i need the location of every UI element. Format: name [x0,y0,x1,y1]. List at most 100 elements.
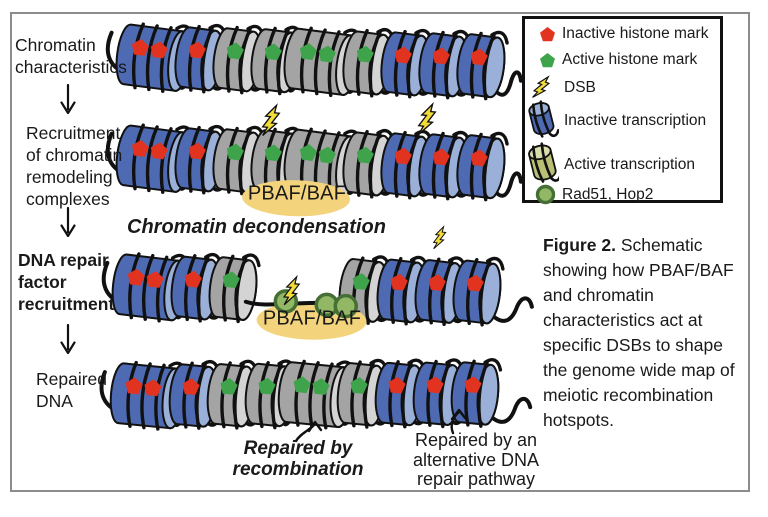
rad51-hop2-icon [533,183,557,206]
active-histone-mark [318,45,336,63]
active-histone-mark [299,144,317,161]
nucleosome-row-chromatin-characteristics [105,22,523,101]
nucleosome-inactive [174,124,227,195]
active-histone-mark [352,273,370,290]
nucleosome-inactive [412,358,465,429]
inactive-histone-mark [388,376,406,394]
down-arrow-icon [60,324,76,355]
nucleosome-row-repair-factor-recruitment [101,225,534,340]
legend-box: Inactive histone mark Active histone mar… [522,16,723,206]
active-histone-mark [220,377,238,395]
nucleosome-inactive [452,256,505,327]
inactive-histone-mark [184,270,202,288]
nucleosome-row-remodeling-recruitment [105,101,523,217]
figure-border [10,12,750,492]
inactive-histone-mark [144,379,162,397]
figure-caption: Figure 2. Schematic showing how PBAF/BAF… [543,233,751,433]
legend-item-inactive-transcription: Inactive transcription [527,99,706,143]
dna-end-tail [487,70,523,97]
legend-item-active-histone-mark: Active histone mark [537,51,697,69]
annotation-arrows [294,408,467,443]
down-arrow-icon [60,207,76,238]
active-histone-mark [222,271,240,289]
inactive-histone-mark [125,377,143,395]
inactive-histone-mark [188,142,206,160]
active-histone-mark [293,376,311,394]
inactive-histone-mark [127,268,145,286]
inactive-histone-mark [470,48,488,66]
dsb-bolt [282,274,301,306]
dsb-icon [529,73,559,103]
inactive-histone-mark [150,41,168,59]
figure-caption-text: Schematic showing how PBAF/BAF and chrom… [543,235,735,430]
nucleosome-rows [99,22,534,431]
nucleosome-inactive [456,131,509,202]
inactive-histone-mark [150,142,168,160]
active-histone-mark [226,143,244,161]
repaired-by-alternative-label: Repaired by an alternative DNA repair pa… [412,430,540,489]
figure-caption-number: Figure 2. [543,235,616,255]
flow-step-dna-repair-factor: DNA repair factor recruitment [18,250,115,314]
dna-end-tail [487,171,523,198]
active-histone-mark [356,146,374,164]
nucleosome-inactive [450,358,503,428]
dna-end-tail [482,396,533,424]
active-histone-mark [312,378,330,395]
dsb-bolt [261,103,281,136]
nucleosome-inactive [174,23,227,94]
inactive-histone-mark [188,41,206,59]
dsb-bolt [417,101,437,135]
inactive-histone-mark [428,274,446,292]
inactive-histone-mark [394,46,412,64]
down-arrow-icon [60,84,76,115]
legend-item-inactive-histone-mark: Inactive histone mark [537,25,708,43]
active-histone-mark [264,144,282,162]
legend-item-rad51-hop2: Rad51, Hop2 [533,183,653,206]
dna-end-tail [483,296,534,323]
repaired-by-recombination-label: Repaired by recombination [232,438,364,480]
inactive-histone-mark [394,147,412,165]
dsb-bolt [432,225,447,250]
inactive-histone-mark [182,378,200,396]
nucleosome-row-repaired-dna [99,358,533,431]
rad51-hop2-protein [333,293,359,319]
nucleosome-inactive [456,30,509,101]
chromatin-decondensation-label: Chromatin decondensation [127,216,386,238]
flow-step-repaired-dna: Repaired DNA [36,369,108,411]
nucleosome-inactive [168,359,221,430]
inactive-histone-mark [466,274,484,292]
active-histone-mark [258,377,276,395]
inactive-histone-mark-icon [537,26,557,43]
process-flow: Chromatin characteristics Recruitment of… [0,0,140,517]
active-histone-mark [299,43,317,60]
active-histone-mark [356,45,374,63]
nucleosome-neutral [208,253,261,324]
legend-item-dsb: DSB [529,73,596,103]
active-histone-mark [264,43,282,61]
pbaf-baf-complex [242,180,351,217]
arrow-to-recombination-head [307,420,323,433]
arrow-to-alternative-head [450,408,467,421]
inactive-histone-mark [146,271,164,288]
inactive-histone-mark [390,273,408,291]
legend-item-active-transcription: Active transcription [527,141,695,189]
active-histone-mark [226,42,244,60]
inactive-histone-mark [464,376,482,394]
inactive-histone-mark [131,140,150,157]
inactive-histone-mark [432,148,450,166]
active-histone-mark [318,146,336,164]
pbaf-baf-label-row2: PBAF/BAF [247,182,347,205]
flow-step-chromatin-characteristics: Chromatin characteristics [15,35,127,77]
inactive-histone-mark [131,39,150,56]
pbaf-baf-label-row3: PBAF/BAF [262,307,362,330]
nucleosome-inactive [418,29,471,100]
inactive-histone-mark [470,149,488,167]
inactive-histone-mark [432,47,450,65]
inactive-histone-mark [426,376,444,394]
active-transcription-icon [527,141,559,189]
inactive-transcription-icon [527,99,559,143]
flow-step-remodeling-recruitment: Recruitment of chromatin remodeling comp… [26,123,123,209]
active-histone-mark-icon [537,52,557,69]
